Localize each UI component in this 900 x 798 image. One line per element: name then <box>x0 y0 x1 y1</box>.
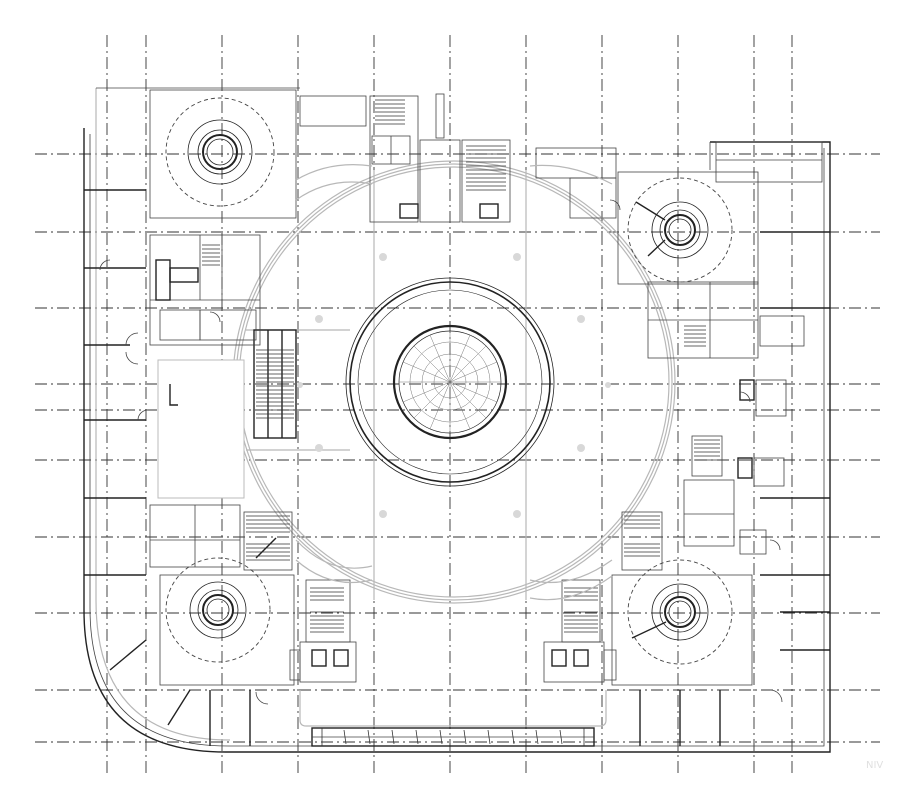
north-stair-treads <box>375 99 506 191</box>
central-dome <box>345 277 555 487</box>
door-swings <box>99 199 783 705</box>
south-entrance <box>299 690 607 747</box>
tower-northwest <box>149 89 297 219</box>
north-core <box>299 93 511 223</box>
building-envelope <box>83 87 831 753</box>
tower-southwest <box>159 557 295 686</box>
southeast-core <box>543 511 663 683</box>
atrium-floor-bands <box>246 170 527 600</box>
southwest-core <box>243 511 357 683</box>
tower-southeast <box>611 559 753 686</box>
dome-oculus-ribs <box>399 331 501 433</box>
west-escalators <box>157 329 297 499</box>
watermark: NIV <box>866 760 884 771</box>
perimeter-partitions <box>84 189 830 746</box>
tower-northeast <box>617 171 759 285</box>
west-service-block <box>149 234 261 568</box>
east-service-block <box>535 141 823 555</box>
atrium-columns <box>297 253 611 518</box>
atrium-connectors <box>295 164 613 601</box>
